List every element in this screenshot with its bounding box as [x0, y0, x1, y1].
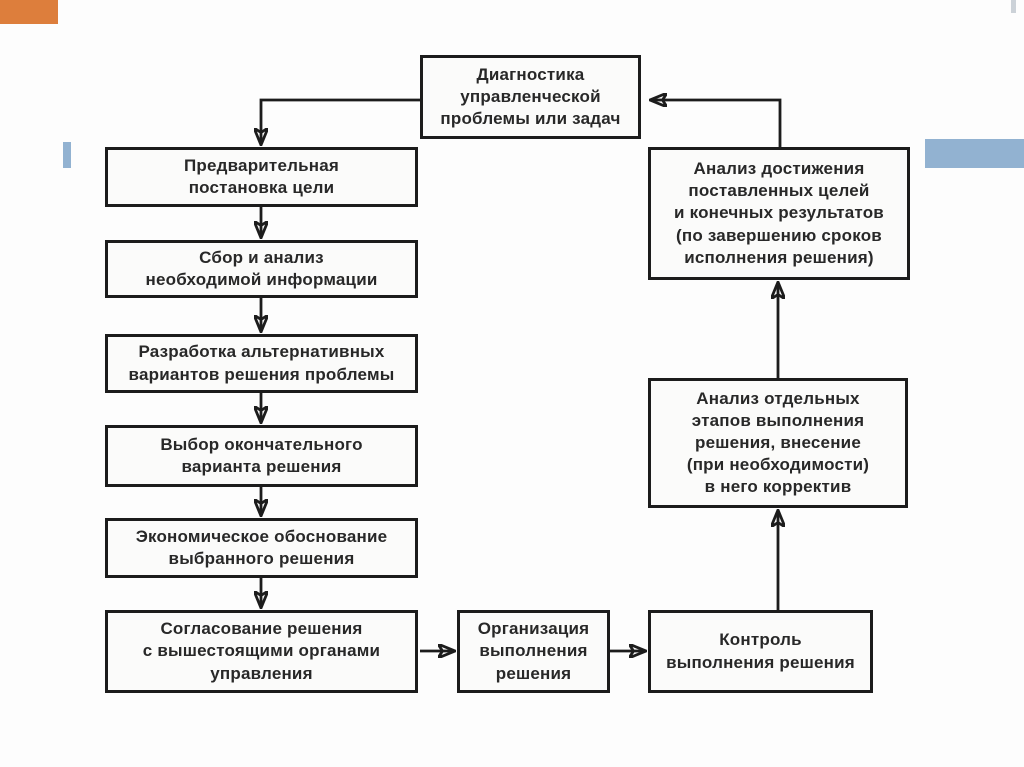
node-control: Контроль выполнения решения: [648, 610, 873, 693]
node-economic-justification: Экономическое обоснование выбранного реш…: [105, 518, 418, 578]
node-final-choice: Выбор окончательного варианта решения: [105, 425, 418, 487]
frame-fragment: [1011, 0, 1016, 13]
node-control-label: Контроль выполнения решения: [666, 630, 855, 672]
node-diagnostics: Диагностика управленческой проблемы или …: [420, 55, 641, 139]
node-goal-analysis: Анализ достижения поставленных целей и к…: [648, 147, 910, 280]
node-approval-label: Согласование решения с вышестоящими орга…: [142, 619, 381, 683]
node-stage-analysis: Анализ отдельных этапов выполнения решен…: [648, 378, 908, 508]
edge-goal-analysis-to-diagnostics: [652, 100, 782, 147]
left-blue-accent-bar: [63, 142, 71, 168]
node-organization: Организация выполнения решения: [457, 610, 610, 693]
node-info-collection: Сбор и анализ необходимой информации: [105, 240, 418, 298]
node-stage-analysis-label: Анализ отдельных этапов выполнения решен…: [686, 388, 870, 497]
node-economic-justification-label: Экономическое обоснование выбранного реш…: [135, 526, 388, 568]
node-approval: Согласование решения с вышестоящими орга…: [105, 610, 418, 693]
right-blue-accent-bar: [925, 139, 1024, 168]
node-info-collection-label: Сбор и анализ необходимой информации: [145, 247, 378, 289]
node-preliminary-goal-label: Предварительная постановка цели: [183, 155, 340, 197]
node-alternatives: Разработка альтернативных вариантов реше…: [105, 334, 418, 393]
edge-diagnostics-to-preliminary-goal: [261, 98, 420, 143]
node-goal-analysis-label: Анализ достижения поставленных целей и к…: [674, 159, 884, 267]
node-alternatives-label: Разработка альтернативных вариантов реше…: [128, 342, 395, 384]
left-orange-accent-bar: [0, 0, 58, 24]
node-final-choice-label: Выбор окончательного варианта решения: [160, 434, 363, 476]
node-organization-label: Организация выполнения решения: [477, 619, 590, 683]
node-preliminary-goal: Предварительная постановка цели: [105, 147, 418, 207]
node-diagnostics-label: Диагностика управленческой проблемы или …: [440, 64, 621, 129]
